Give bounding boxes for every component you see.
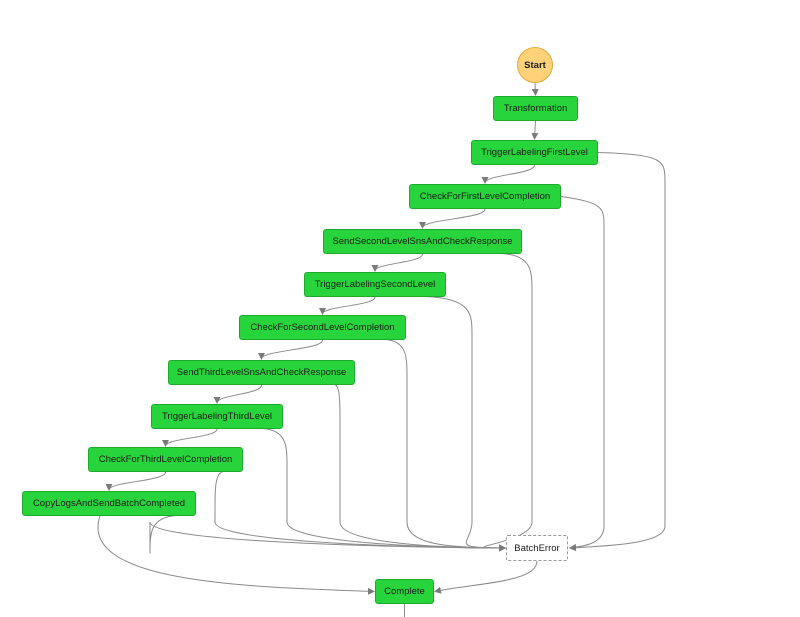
edge-next (481, 164, 535, 184)
edge-error (149, 515, 506, 554)
edge-next (105, 471, 166, 491)
state-copy-logs-and-send-batch-completed[interactable]: CopyLogsAndSendBatchCompleted (22, 491, 196, 516)
edge-error (560, 196, 605, 551)
edge-next (531, 120, 539, 140)
edge-error (483, 253, 533, 552)
edge-next (319, 296, 376, 315)
edge-next (258, 339, 323, 360)
state-transformation[interactable]: Transformation (493, 96, 578, 121)
state-batch-error[interactable]: BatchError (506, 535, 568, 561)
edge-next (531, 82, 539, 96)
state-send-second-level-sns-and-check-response[interactable]: SendSecondLevelSnsAndCheckResponse (323, 229, 522, 254)
state-check-for-second-level-completion[interactable]: CheckForSecondLevelCompletion (239, 315, 406, 340)
start-node[interactable]: Start (517, 47, 553, 83)
state-complete[interactable]: Complete (375, 579, 434, 604)
state-trigger-labeling-third-level[interactable]: TriggerLabelingThirdLevel (151, 404, 283, 429)
edge-next (97, 515, 375, 595)
edge-error (262, 428, 506, 552)
edge-error (425, 296, 506, 552)
edge-error-complete (434, 560, 538, 594)
state-check-for-third-level-completion[interactable]: CheckForThirdLevelCompletion (88, 447, 243, 472)
edge-next (213, 384, 262, 404)
state-send-third-level-sns-and-check-response[interactable]: SendThirdLevelSnsAndCheckResponse (168, 360, 355, 385)
state-check-for-first-level-completion[interactable]: CheckForFirstLevelCompletion (409, 184, 561, 209)
edge-next (371, 253, 423, 272)
edge-error (569, 152, 666, 552)
edge-next (419, 208, 486, 229)
edge-error (334, 384, 506, 552)
edge-error (385, 339, 506, 552)
edge-next (162, 428, 218, 447)
state-trigger-labeling-first-level[interactable]: TriggerLabelingFirstLevel (471, 140, 598, 165)
state-trigger-labeling-second-level[interactable]: TriggerLabelingSecondLevel (304, 272, 446, 297)
